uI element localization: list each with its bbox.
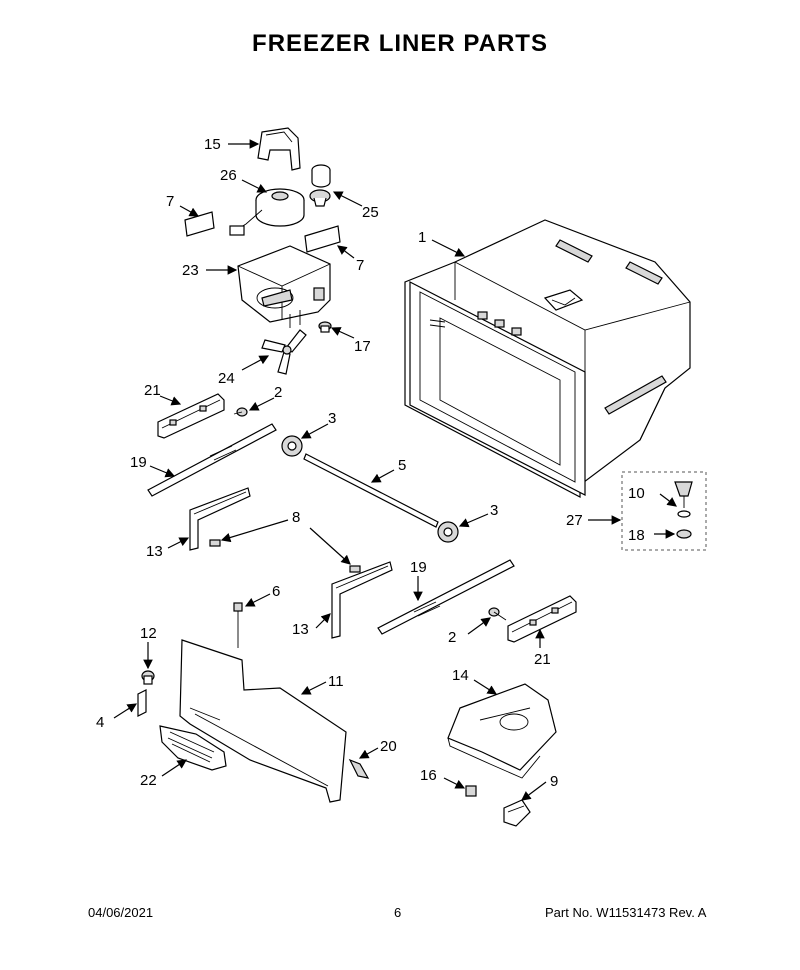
callout-17: 17 xyxy=(354,338,371,355)
slide-bracket-left xyxy=(189,487,251,551)
callout-3-left: 3 xyxy=(328,410,336,427)
callout-5: 5 xyxy=(398,457,406,474)
callout-26: 26 xyxy=(220,167,237,184)
callout-4: 4 xyxy=(96,714,104,731)
callout-19-left: 19 xyxy=(130,454,147,471)
screw-right xyxy=(488,607,507,621)
screw-left xyxy=(233,407,248,417)
callout-15: 15 xyxy=(204,136,221,153)
fan-screw xyxy=(318,321,332,333)
gear-right xyxy=(437,521,459,543)
cover-screw xyxy=(141,670,155,685)
page-title: FREEZER LINER PARTS xyxy=(252,30,548,57)
air-grille xyxy=(159,725,227,771)
footer-page-number: 6 xyxy=(394,905,402,920)
callout-2-left: 2 xyxy=(274,384,282,401)
bin-cover xyxy=(447,683,557,779)
footer-date: 04/06/2021 xyxy=(88,905,154,920)
freezer-liner-bin xyxy=(404,219,691,498)
fan-shaft-assembly xyxy=(309,164,331,207)
callout-8: 8 xyxy=(292,509,300,526)
control-knob xyxy=(503,799,531,827)
callout-21-left: 21 xyxy=(144,382,161,399)
fan-blade xyxy=(261,329,307,375)
leader-lines xyxy=(113,139,677,801)
foam-pad-left xyxy=(184,211,215,237)
drawer-shaft xyxy=(303,453,439,528)
callout-13-right: 13 xyxy=(292,621,309,638)
callout-2-right: 2 xyxy=(448,629,456,646)
rear-cover-panel xyxy=(179,639,347,803)
callout-12: 12 xyxy=(140,625,157,642)
slide-bracket-right xyxy=(331,561,393,639)
callout-10: 10 xyxy=(628,485,645,502)
fan-motor xyxy=(229,188,305,236)
callout-13-left: 13 xyxy=(146,543,163,560)
cover-clip xyxy=(137,689,147,717)
footer-part-number: Part No. W11531473 Rev. A xyxy=(545,905,707,920)
rail-bracket-left xyxy=(157,393,225,439)
rail-bracket-right xyxy=(507,595,577,643)
callout-1: 1 xyxy=(418,229,426,246)
callout-20: 20 xyxy=(380,738,397,755)
callout-7-left: 7 xyxy=(166,193,174,210)
gear-left xyxy=(281,435,303,457)
callout-23: 23 xyxy=(182,262,199,279)
callout-3-right: 3 xyxy=(490,502,498,519)
callout-19-right: 19 xyxy=(410,559,427,576)
callout-18: 18 xyxy=(628,527,645,544)
callout-16: 16 xyxy=(420,767,437,784)
callout-9: 9 xyxy=(550,773,558,790)
foam-pad-right xyxy=(304,225,341,253)
callout-11: 11 xyxy=(328,673,344,690)
callout-labels: 15 26 25 7 7 23 17 24 1 21 2 3 19 5 3 27… xyxy=(96,136,645,790)
callout-25: 25 xyxy=(362,204,379,221)
callout-21-right: 21 xyxy=(534,651,551,668)
callout-7-right: 7 xyxy=(356,257,364,274)
callout-24: 24 xyxy=(218,370,235,387)
clip-right xyxy=(349,565,361,573)
callout-22: 22 xyxy=(140,772,157,789)
foam-strip xyxy=(348,758,370,779)
temperature-sensor xyxy=(233,602,243,648)
fitting-kit-box xyxy=(621,471,707,551)
fan-bracket xyxy=(257,127,301,171)
callout-6: 6 xyxy=(272,583,280,600)
clip-left xyxy=(209,539,221,547)
fan-housing xyxy=(237,245,331,328)
latch-block xyxy=(465,785,477,797)
callout-14: 14 xyxy=(452,667,469,684)
callout-27: 27 xyxy=(566,512,583,529)
slide-rail-left xyxy=(147,423,277,497)
slide-rail-right xyxy=(377,559,515,635)
